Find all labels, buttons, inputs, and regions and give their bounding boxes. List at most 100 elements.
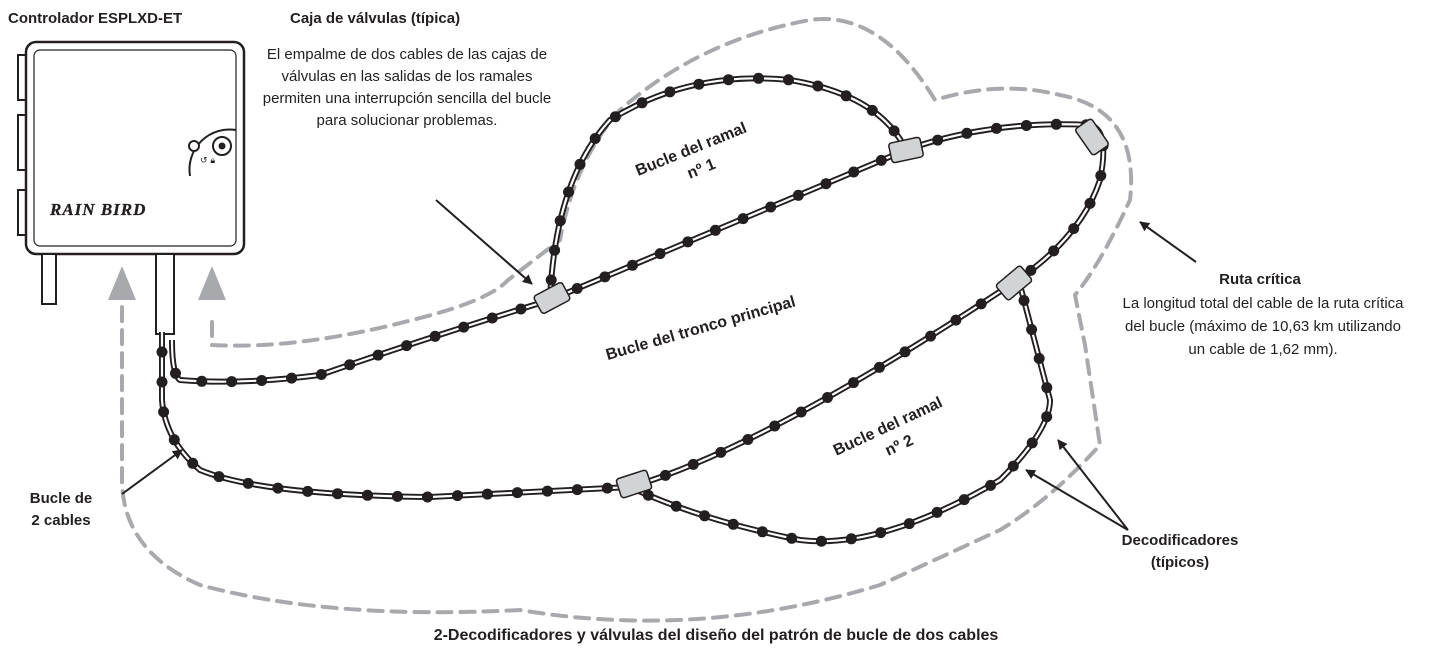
decoder-dot [659, 469, 671, 481]
decoder-dot [1050, 118, 1062, 130]
decoders-line1: Decodificadores [1121, 532, 1239, 549]
critical-path-description: La longitud total del cable de la ruta c… [1122, 295, 1404, 358]
decoder-dot [286, 372, 298, 384]
splice-box-icon [888, 136, 924, 164]
splice-box-icon [533, 281, 571, 315]
cable-core [548, 77, 907, 301]
decoder-dot [429, 330, 441, 342]
decoder-dot [848, 166, 860, 178]
critical-path-outline [119, 17, 1134, 623]
decoder-dot [756, 526, 768, 538]
decoder-dot [187, 457, 199, 469]
decoder-dot [693, 78, 705, 90]
decoder-dot [344, 359, 356, 371]
decoder-dot [873, 361, 885, 373]
branch-1-label: Bucle del ramal nº 1 [633, 118, 761, 200]
valve-box-description: El empalme de dos cables de las cajas de… [262, 46, 552, 129]
decoder-dot [272, 482, 284, 494]
valve-box-title: Caja de válvulas (típica) [290, 10, 461, 27]
cable-outline [159, 121, 1107, 501]
branch-2-label: Bucle del ramal nº 2 [831, 392, 959, 479]
arrow-to-splice [435, 199, 533, 285]
decoder-dot [812, 80, 824, 92]
decoder-dot [822, 392, 833, 403]
decoder-dot [636, 97, 648, 109]
decoder-dot [571, 283, 583, 294]
splice-box-icon [995, 265, 1033, 301]
decoder-dot [875, 527, 887, 539]
decoder-dot [156, 346, 168, 358]
decoders-label: Decodificadores (típicos) [1085, 530, 1275, 574]
decoder-dot [845, 533, 857, 545]
decoder-dot [332, 488, 344, 500]
decoder-dot [571, 484, 583, 496]
decoder-dot [899, 346, 911, 358]
decoder-dot [727, 518, 739, 530]
decoder-dot [392, 490, 403, 502]
decoder-dot [315, 369, 327, 380]
decoder-dot [985, 479, 997, 491]
decoder-dot [765, 201, 777, 213]
decoder-dot [511, 487, 523, 499]
decoder-dot [458, 321, 470, 333]
decoder-dot [783, 74, 794, 86]
decoder-dot [609, 111, 621, 123]
decoder-dot [452, 490, 463, 502]
decoder-dot [715, 446, 727, 458]
decoders [156, 72, 1109, 547]
decoder-dot [601, 482, 613, 494]
decoder-dot [975, 298, 987, 310]
controller-label: Controlador ESPLXD-ET [8, 10, 183, 27]
decoder-dot [840, 90, 852, 102]
decoder-dot [1068, 223, 1080, 235]
decoder-dot [486, 312, 498, 324]
decoder-dot [654, 248, 666, 260]
decoder-dot [815, 535, 827, 547]
decoder-dot [158, 406, 170, 418]
decoder-dot [372, 349, 384, 361]
decoder-dot [401, 340, 413, 352]
decoder-dot [1048, 245, 1060, 257]
svg-text:↺ 🔒︎: ↺ 🔒︎ [200, 156, 215, 166]
decoder-dot [1007, 460, 1019, 472]
decoder-dot [991, 122, 1002, 134]
decoder-dot [213, 471, 225, 483]
decoder-dot [541, 485, 553, 497]
decoder-dot [888, 125, 900, 137]
cable-outline [547, 75, 909, 301]
decoder-dot [932, 134, 944, 146]
decoder-dot [362, 489, 373, 501]
decoder-dot [642, 489, 654, 501]
rain-bird-logo: RAIN BIRD [49, 200, 146, 219]
decoder-dot [786, 532, 798, 544]
arrow-to-critical-path [1139, 221, 1197, 263]
decoder-dot [742, 434, 754, 445]
decoder-dot [699, 510, 711, 522]
decoders-line2: (típicos) [1150, 554, 1210, 571]
main-loop-label: Bucle del tronco principal [604, 293, 798, 363]
decoder-dot [545, 274, 557, 286]
decoder-dot [1095, 170, 1107, 182]
decoder-dot [753, 72, 764, 84]
decoder-dot [820, 178, 832, 190]
arrow-to-decoder-a [1057, 439, 1129, 531]
arrow-to-decoder-b [1025, 469, 1129, 531]
decoder-dot [961, 127, 973, 139]
decoder-dot [574, 158, 586, 170]
decoder-dot [599, 271, 611, 283]
controller-icon: ↺ 🔒︎ RAIN BIRD [17, 40, 246, 335]
decoder-dot [866, 104, 878, 116]
decoder-dot [682, 236, 694, 248]
decoder-dot [627, 259, 638, 271]
decoder-dot [226, 376, 238, 388]
decoder-dot [563, 186, 574, 198]
decoder-dot [664, 86, 676, 98]
decoder-dot [958, 494, 970, 506]
decoder-dot [848, 377, 859, 389]
decoder-dot [925, 330, 937, 342]
grey-arrow-right-icon [198, 266, 226, 300]
decoder-dot [875, 154, 887, 166]
decoder-dot [242, 477, 254, 489]
decoder-dot [795, 406, 807, 418]
